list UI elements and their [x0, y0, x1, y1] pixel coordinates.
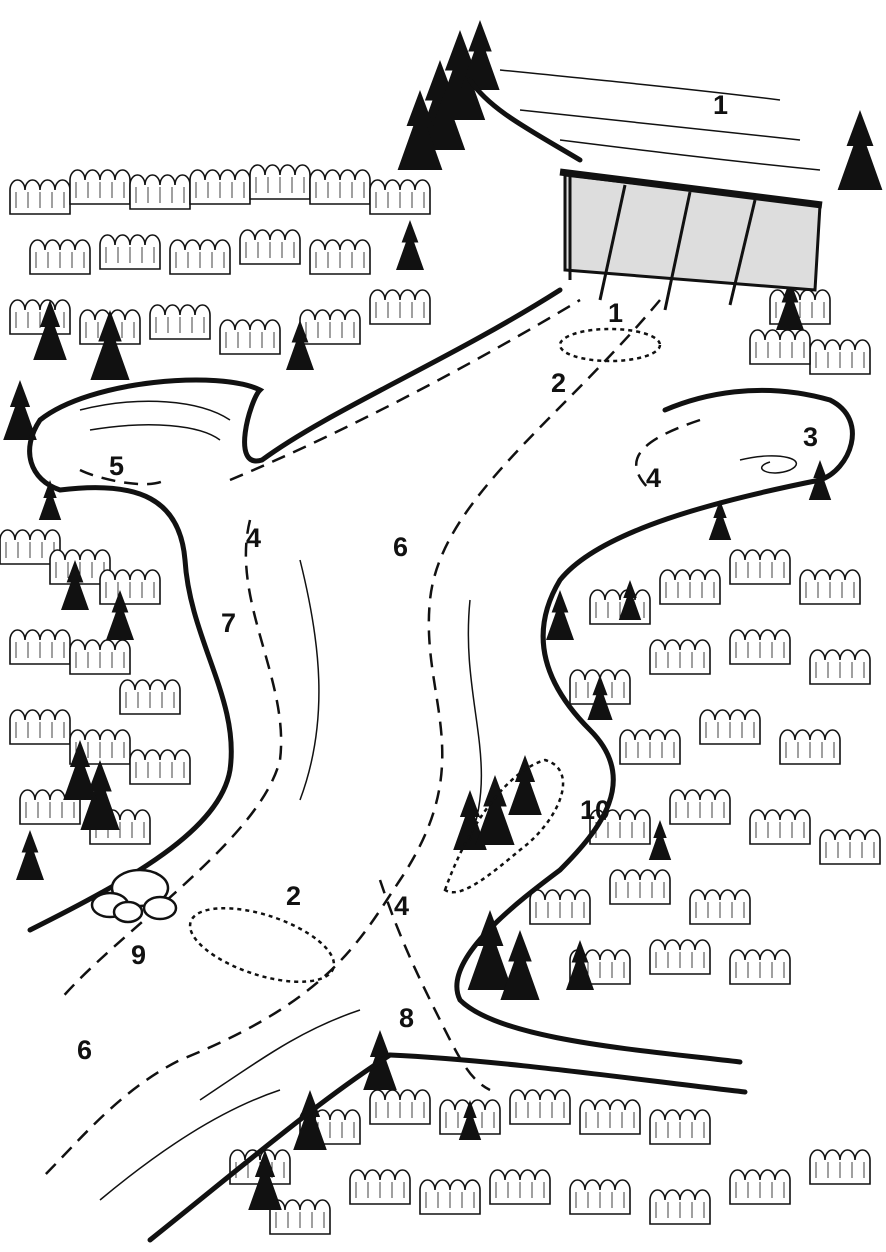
conifer-tree — [587, 675, 613, 720]
label-3-eddy: 3 — [803, 422, 819, 452]
conifer-tree — [566, 940, 594, 990]
conifer-tree — [776, 280, 804, 330]
conifer-tree — [414, 60, 466, 150]
conifer-tree — [453, 790, 487, 850]
conifer-tree — [248, 1150, 282, 1210]
conifer-tree — [467, 910, 513, 990]
label-9-boulders: 9 — [131, 940, 147, 970]
label-8-confluence: 8 — [399, 1003, 415, 1033]
conifer-tree — [708, 500, 732, 540]
conifer-tree — [508, 755, 542, 815]
conifer-tree — [837, 110, 883, 190]
conifer-tree — [16, 830, 44, 880]
conifer-tree — [63, 740, 97, 800]
forest-bushes — [0, 164, 881, 1235]
label-7-snag: 7 — [221, 608, 237, 638]
conifer-tree — [80, 760, 120, 830]
boulders — [90, 868, 178, 924]
conifer-tree — [293, 1090, 327, 1150]
conifer-tree — [500, 930, 540, 1000]
conifer-tree — [460, 20, 500, 90]
conifer-tree — [546, 590, 574, 640]
conifer-tree — [396, 220, 424, 270]
conifer-tree — [434, 30, 486, 120]
gravel-shoals — [188, 327, 662, 984]
conifer-tree — [286, 320, 314, 370]
label-1-below-dam: 1 — [608, 298, 624, 328]
conifer-tree — [106, 590, 134, 640]
label-4-left: 4 — [246, 523, 262, 553]
conifer-tree — [33, 300, 67, 360]
label-1-upper-reservoir: 1 — [713, 90, 729, 120]
conifer-tree — [397, 90, 443, 170]
conifer-tree — [38, 480, 62, 520]
label-6-main-channel: 6 — [393, 532, 409, 562]
label-6-lower-river: 6 — [77, 1035, 93, 1065]
label-2-lower-shoal: 2 — [286, 881, 302, 911]
conifer-trees — [3, 20, 883, 1210]
conifer-tree — [61, 560, 89, 610]
conifer-tree — [458, 1100, 482, 1140]
label-4-lower: 4 — [394, 891, 410, 921]
conifer-tree — [3, 380, 37, 440]
label-2-upper-shoal: 2 — [551, 368, 567, 398]
conifer-tree — [90, 310, 130, 380]
conifer-tree — [475, 775, 515, 845]
water-ripples — [79, 69, 821, 1201]
label-5-backwater: 5 — [109, 451, 125, 481]
label-10-island: 10 — [580, 795, 611, 825]
conifer-tree — [648, 820, 672, 860]
dam — [559, 168, 823, 311]
river-banks — [27, 77, 855, 1243]
current-lines — [39, 298, 701, 1181]
label-4-right: 4 — [646, 463, 662, 493]
conifer-tree — [618, 580, 642, 620]
